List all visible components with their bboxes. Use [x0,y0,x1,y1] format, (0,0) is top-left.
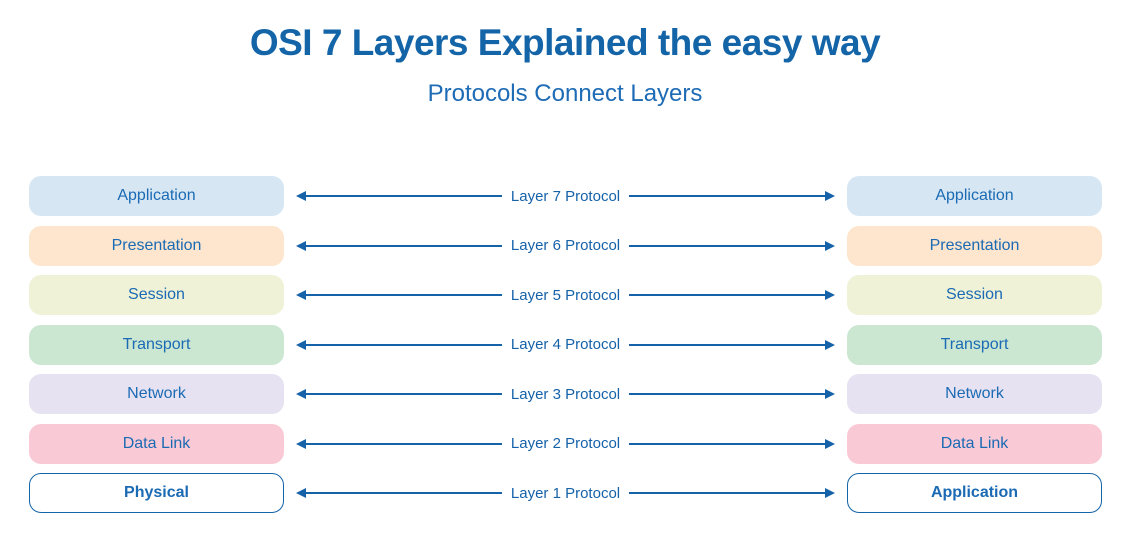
arrow-line [629,294,826,296]
layer-box-right-presentation: Presentation [847,225,1102,266]
arrowhead-left-icon [296,191,306,201]
arrow-line [306,442,502,445]
protocol-label: Layer 3 Protocol [510,385,621,403]
protocol-label: Layer 2 Protocol [510,435,621,452]
arrowhead-right-icon [825,389,836,399]
protocol-label: Layer 7 Protocol [510,187,621,205]
layer-box-right-application: Application [847,176,1102,216]
arrow-line [306,294,502,296]
arrow-line [306,244,502,247]
layer-box-left-presentation: Presentation [29,225,284,266]
layer-box-left-session: Session [29,275,284,315]
protocol-arrow-layer-7: Layer 7 Protocol [284,176,847,216]
arrow-line [629,343,826,346]
right-stack: Application Presentation Session Transpo… [847,176,1102,513]
layer-box-right-session: Session [847,275,1102,315]
layer-box-left-physical: Physical [29,473,284,513]
layer-box-left-data-link: Data Link [29,423,284,464]
protocol-arrow-layer-5: Layer 5 Protocol [284,275,847,315]
page-subtitle: Protocols Connect Layers [427,80,703,107]
left-stack: Application Presentation Session Transpo… [29,176,284,513]
arrowhead-right-icon [825,339,836,350]
protocol-connections: Layer 7 Protocol Layer 6 Protocol Layer … [284,176,847,513]
arrowhead-left-icon [296,389,306,399]
arrow-line [306,492,502,494]
protocol-label: Layer 4 Protocol [510,336,621,353]
layer-box-left-network: Network [29,374,284,414]
protocol-arrow-layer-2: Layer 2 Protocol [284,424,847,464]
arrow-line [629,244,826,247]
arrowhead-left-icon [296,339,306,350]
arrowhead-left-icon [296,240,306,251]
arrowhead-right-icon [825,438,836,449]
protocol-arrow-layer-1: Layer 1 Protocol [284,473,847,513]
layer-box-right-data-link: Data Link [847,423,1102,464]
page-title: OSI 7 Layers Explained the easy way [249,22,881,63]
arrow-line [629,442,826,445]
arrow-line [629,195,826,197]
arrowhead-left-icon [296,438,306,449]
layer-box-left-application: Application [29,176,284,216]
arrowhead-left-icon [296,488,306,498]
layer-box-left-transport: Transport [29,324,284,365]
arrowhead-right-icon [825,191,836,201]
protocol-label: Layer 5 Protocol [510,286,621,304]
protocol-arrow-layer-6: Layer 6 Protocol [284,226,847,266]
layer-box-right-bottom: Application [847,473,1102,513]
arrowhead-right-icon [825,488,836,498]
diagram-body: Application Presentation Session Transpo… [29,176,1102,513]
arrow-line [306,195,502,197]
arrowhead-right-icon [825,240,836,251]
arrow-line [306,343,502,346]
arrowhead-right-icon [825,290,836,300]
arrow-line [306,393,502,395]
layer-box-right-network: Network [847,374,1102,414]
protocol-arrow-layer-4: Layer 4 Protocol [284,325,847,365]
arrow-line [629,492,826,494]
protocol-label: Layer 1 Protocol [510,484,621,502]
protocol-arrow-layer-3: Layer 3 Protocol [284,374,847,414]
protocol-label: Layer 6 Protocol [510,237,621,254]
arrow-line [629,393,826,395]
arrowhead-left-icon [296,290,306,300]
layer-box-right-transport: Transport [847,324,1102,365]
